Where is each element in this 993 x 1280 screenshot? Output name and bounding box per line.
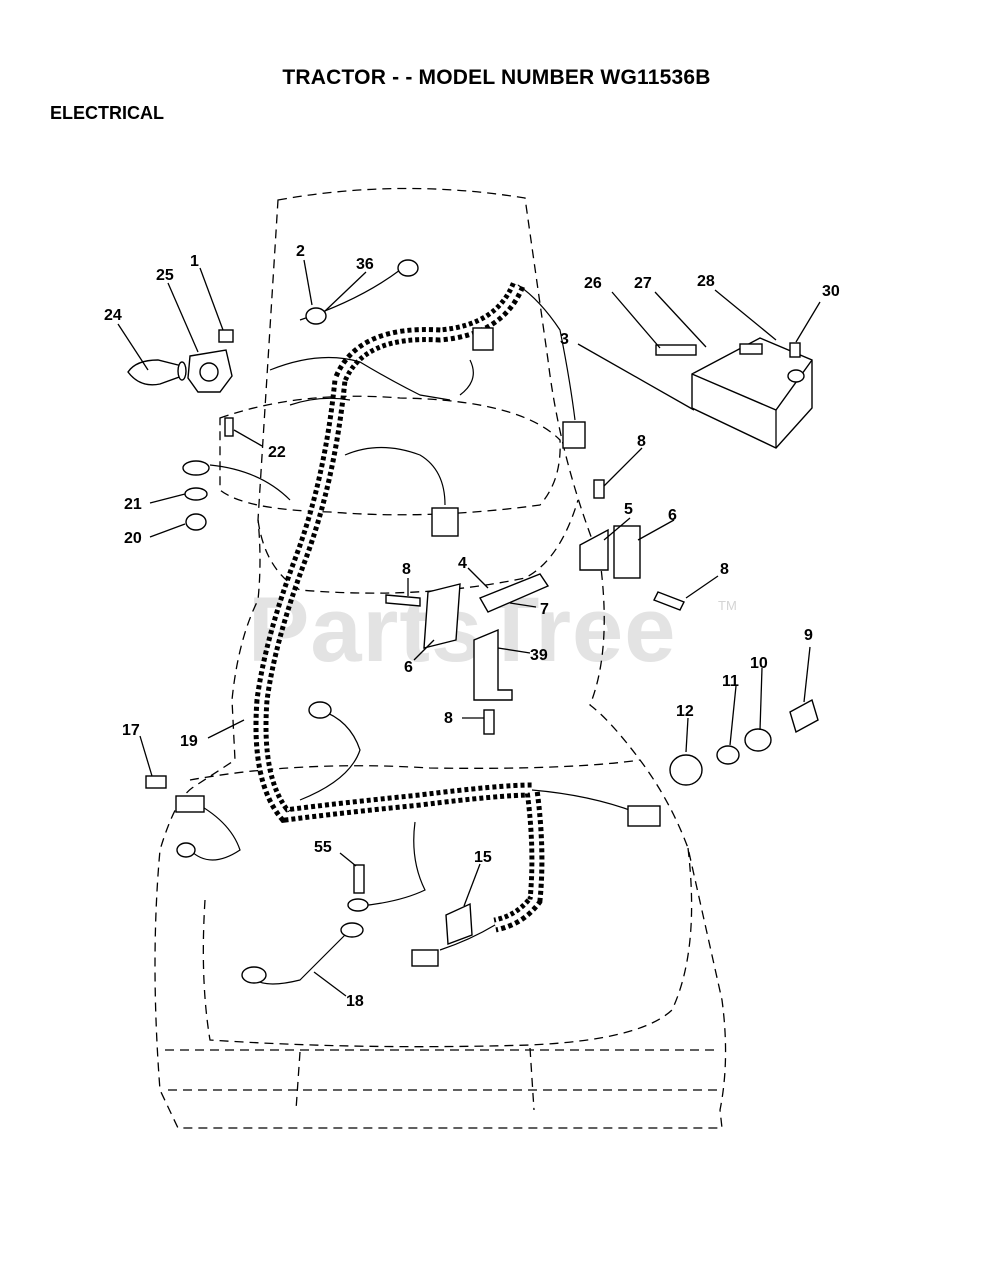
connector-icon (627, 805, 661, 827)
watermark-trademark: TM (718, 598, 737, 613)
washer-icon (184, 487, 208, 501)
callout-11: 11 (722, 673, 739, 690)
ring-terminal-icon (308, 701, 332, 719)
callout-24: 24 (104, 307, 122, 324)
screw-icon (224, 417, 234, 437)
callout-26: 26 (584, 275, 602, 292)
callout-8: 8 (402, 561, 411, 578)
callout-39: 39 (530, 647, 548, 664)
callout-28: 28 (697, 273, 715, 290)
relay-icon (423, 583, 461, 649)
connector-icon (431, 507, 459, 537)
callout-10: 10 (750, 655, 768, 672)
callout-18: 18 (346, 993, 364, 1010)
plate-icon (478, 573, 550, 613)
harness-wires (189, 284, 636, 985)
callout-3: 3 (560, 331, 569, 348)
callout-2: 2 (296, 243, 305, 260)
ring-terminal-icon (340, 922, 364, 938)
ring-terminal-icon (347, 898, 369, 912)
callout-15: 15 (474, 849, 492, 866)
callout-36: 36 (356, 256, 374, 273)
callout-9: 9 (804, 627, 813, 644)
parts (127, 259, 819, 984)
bezel-icon (744, 728, 772, 752)
ring-terminal-icon (241, 966, 267, 984)
screw-icon (353, 864, 365, 894)
section-label: ELECTRICAL (50, 103, 164, 123)
connector-icon (411, 949, 439, 967)
callout-8: 8 (444, 710, 453, 727)
screw-icon (653, 591, 685, 611)
ring-terminal-icon (176, 842, 196, 858)
page-title: TRACTOR - - MODEL NUMBER WG11536B (282, 66, 711, 89)
relay-icon (613, 525, 641, 579)
wiring-harness-coil (253, 281, 545, 933)
connector-icon (472, 327, 494, 351)
callout-55: 55 (314, 839, 332, 856)
callout-7: 7 (540, 601, 549, 618)
callouts: 1 2 36 25 24 22 21 20 26 27 28 30 3 8 5 … (104, 243, 840, 1010)
screw-icon (593, 479, 605, 499)
callout-1: 1 (190, 253, 199, 270)
tractor-outline (154, 187, 727, 1129)
connector-icon (562, 421, 586, 449)
callout-30: 30 (822, 283, 840, 300)
callout-4: 4 (458, 555, 467, 572)
ring-terminal-icon (397, 259, 419, 277)
ignition-switch-icon (669, 754, 703, 786)
callout-19: 19 (180, 733, 198, 750)
callout-6: 6 (404, 659, 413, 676)
boot-icon (127, 359, 183, 386)
callout-12: 12 (676, 703, 694, 720)
nut-icon (218, 329, 234, 343)
seat-switch-icon (445, 902, 473, 945)
watermark: PartsTree (248, 579, 677, 681)
bolt-icon (655, 344, 697, 356)
callout-8: 8 (720, 561, 729, 578)
callout-22: 22 (268, 444, 286, 461)
screw-icon (483, 709, 495, 735)
nut-icon (185, 513, 207, 531)
callout-27: 27 (634, 275, 652, 292)
callout-5: 5 (624, 501, 633, 518)
callout-20: 20 (124, 530, 142, 547)
callout-17: 17 (122, 722, 140, 739)
fuse-icon (145, 775, 167, 789)
fuse-holder-icon (175, 795, 205, 813)
callout-8: 8 (637, 433, 646, 450)
callout-6: 6 (668, 507, 677, 524)
leader-lines (117, 259, 821, 997)
battery-icon (691, 337, 813, 449)
bracket-icon (579, 528, 609, 571)
nut-icon (716, 745, 740, 765)
callout-25: 25 (156, 267, 174, 284)
ring-terminal-icon (305, 307, 327, 325)
screw-icon (385, 594, 421, 607)
bracket-icon (473, 628, 513, 701)
nut-icon (789, 342, 801, 358)
callout-21: 21 (124, 496, 142, 513)
key-icon (789, 698, 819, 734)
